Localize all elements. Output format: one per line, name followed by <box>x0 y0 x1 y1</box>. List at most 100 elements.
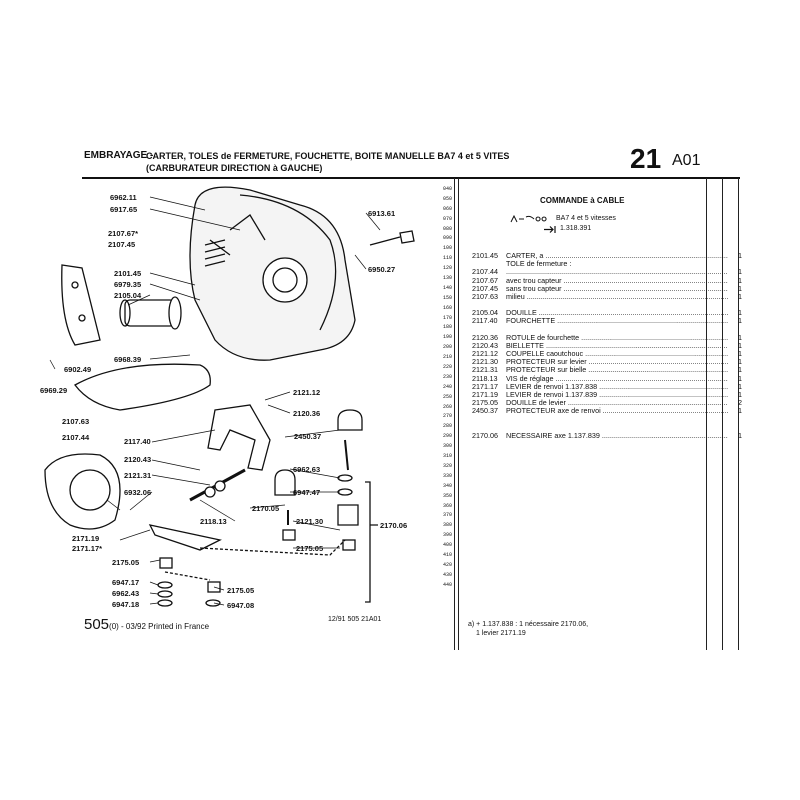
part-quantity: 1 <box>738 292 742 302</box>
part-description: CARTER, a <box>506 252 728 260</box>
part-reference: 2170.06 <box>472 430 498 440</box>
line-code: 200 <box>442 344 452 351</box>
line-code: 350 <box>442 492 452 499</box>
cable-number: 1.318.391 <box>560 225 592 232</box>
column-divider <box>454 178 455 650</box>
callout-label: 2105.04 <box>114 291 142 300</box>
part-description: PROTECTEUR sur bielle <box>506 366 728 374</box>
part-reference: 2450.37 <box>472 406 498 416</box>
line-code: 170 <box>442 314 452 321</box>
callout-label: 6969.29 <box>40 386 68 395</box>
callout-label: 6962.43 <box>112 589 140 598</box>
footnote-line: a) + 1.137.838 : 1 nécessaire 2170.06, <box>468 621 589 628</box>
part-description: COUPELLE caoutchouc <box>506 350 728 358</box>
line-code: 210 <box>442 354 452 361</box>
line-code: 390 <box>442 532 452 539</box>
part-description: VIS de réglage <box>506 375 728 383</box>
part-reference: 2118.13 <box>472 373 498 383</box>
part-quantity: 1 <box>738 283 742 293</box>
protector-cap <box>337 409 363 431</box>
callout-label: 2107.67* <box>108 229 139 238</box>
line-code: 370 <box>442 512 452 519</box>
part-quantity: 1 <box>738 316 742 326</box>
part-quantity: 1 <box>738 349 742 359</box>
callout-label: 2120.36 <box>293 409 321 418</box>
reference-footer: 12/91 505 21A01 <box>328 616 382 623</box>
part-description: milieu <box>506 293 728 301</box>
callout-label: 2101.45 <box>114 269 142 278</box>
part-row: 2101.45 CARTER, a 1 <box>472 251 742 260</box>
callout-label: 6962.63 <box>293 465 321 474</box>
part-quantity: 1 <box>738 275 742 285</box>
column-divider <box>458 178 459 650</box>
housing-flange <box>239 194 337 331</box>
callout-label: 6950.27 <box>368 265 396 274</box>
part-quantity: 1 <box>738 373 742 383</box>
line-code: 420 <box>442 561 452 568</box>
part-quantity: 1 <box>738 251 742 260</box>
section-title: EMBRAYAGE - <box>84 150 154 161</box>
footnote: a) + 1.137.838 : 1 nécessaire 2170.06, 1… <box>468 620 588 638</box>
callout-label: 2121.12 <box>293 388 321 397</box>
line-code: 150 <box>442 294 452 301</box>
relay-lever <box>148 524 222 551</box>
line-code: 040 <box>442 186 452 192</box>
part-description: PROTECTEUR axe de renvoi <box>506 407 728 415</box>
callout-label: 6902.49 <box>64 365 92 374</box>
callout-label: 6913.61 <box>368 209 396 218</box>
part-quantity: 1 <box>738 357 742 367</box>
plate-subtitle: (CARBURATEUR DIRECTION à GAUCHE) <box>146 163 323 173</box>
line-code: 340 <box>442 482 452 489</box>
part-reference: 2105.04 <box>472 308 498 318</box>
spindle <box>287 439 349 525</box>
line-code: 300 <box>442 443 452 450</box>
line-code: 260 <box>442 403 452 410</box>
callout-label: 2118.13 <box>200 517 227 526</box>
line-code: 410 <box>442 551 452 558</box>
line-code: 240 <box>442 383 452 390</box>
cable-symbol-icon <box>510 214 547 222</box>
part-reference: 2121.31 <box>472 365 498 375</box>
line-code: 160 <box>442 304 452 311</box>
guide-sleeve <box>124 299 176 327</box>
callout-label: 2107.45 <box>108 240 136 249</box>
middle-plate <box>74 363 211 411</box>
callout-label: 2107.63 <box>62 417 90 426</box>
part-description: ROTULE de fourchette <box>506 334 728 342</box>
line-code: 310 <box>442 453 452 460</box>
callout-label: 2175.05 <box>112 558 140 567</box>
part-reference: 2171.17 <box>472 381 498 391</box>
part-reference: 2121.30 <box>472 357 498 367</box>
line-code: 090 <box>442 235 452 242</box>
plate-title: CARTER, TOLES de FERMETURE, FOUCHETTE, B… <box>146 151 510 161</box>
callout-label: 2107.44 <box>62 433 90 442</box>
line-code: 220 <box>442 364 452 371</box>
group-number: 21 <box>630 143 662 174</box>
cable-gearbox: BA7 4 et 5 vitesses <box>556 215 616 222</box>
footnote-line: 1 levier 2171.19 <box>476 630 526 637</box>
part-description: DOUILLE de levier <box>506 399 728 407</box>
line-code: 140 <box>442 284 452 291</box>
line-code: 320 <box>442 462 452 469</box>
page-number: 505 <box>84 616 110 633</box>
part-quantity: 1 <box>738 308 742 318</box>
part-reference: 2107.44 <box>472 267 498 277</box>
line-code: 180 <box>442 324 452 331</box>
line-code: 330 <box>442 472 452 479</box>
callout-label: 2171.17* <box>72 544 103 553</box>
clutch-fork <box>207 404 271 471</box>
part-reference: 2101.45 <box>472 251 498 260</box>
part-row: 2105.04DOUILLE1 <box>472 309 742 317</box>
part-row: 2107.441 <box>472 268 742 276</box>
closing-plate <box>61 264 101 346</box>
callout-label: 2121.31 <box>124 471 152 480</box>
line-code: 400 <box>442 542 452 549</box>
callout-label: 6979.35 <box>114 280 142 289</box>
